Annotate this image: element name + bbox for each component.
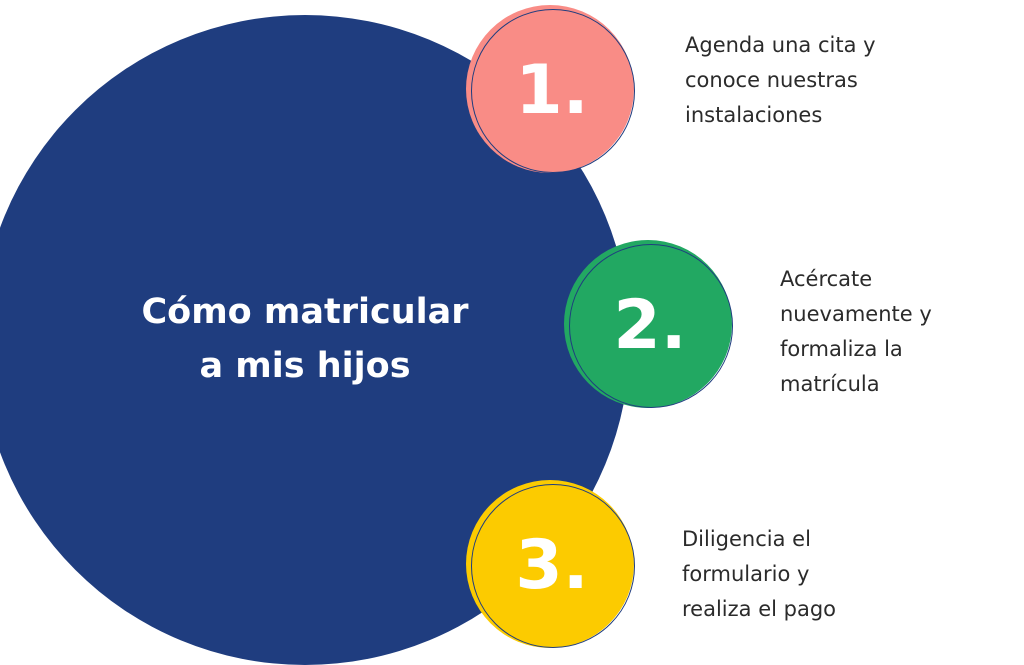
step-2-text-line: formaliza la (780, 337, 903, 361)
step-3-circle: 3. (466, 480, 638, 652)
step-3-text-line: formulario y (682, 562, 810, 586)
step-1-text-line: Agenda una cita y (685, 33, 876, 57)
step-2-ring (569, 244, 733, 408)
step-2-circle: 2. (564, 240, 736, 412)
step-3-text-line: Diligencia el (682, 527, 811, 551)
step-1-text: Agenda una cita y conoce nuestras instal… (685, 28, 915, 133)
step-2-number: 2. (613, 286, 687, 365)
step-2-text-line: Acércate (780, 267, 873, 291)
step-1-number: 1. (515, 51, 589, 130)
step-3-ring (471, 484, 635, 648)
main-title: Cómo matricular a mis hijos (95, 285, 515, 393)
step-2-text: Acércate nuevamente y formaliza la matrí… (780, 262, 1010, 402)
step-1-circle: 1. (466, 5, 638, 177)
main-title-line: a mis hijos (199, 346, 411, 386)
step-1-text-line: instalaciones (685, 103, 823, 127)
step-2-text-line: matrícula (780, 372, 880, 396)
step-1-ring (471, 9, 635, 173)
step-2-text-line: nuevamente y (780, 302, 932, 326)
step-1-text-line: conoce nuestras (685, 68, 858, 92)
step-3-text-line: realiza el pago (682, 597, 837, 621)
step-3-number: 3. (515, 526, 589, 605)
step-3-text: Diligencia el formulario y realiza el pa… (682, 522, 912, 627)
main-title-line: Cómo matricular (141, 292, 469, 332)
